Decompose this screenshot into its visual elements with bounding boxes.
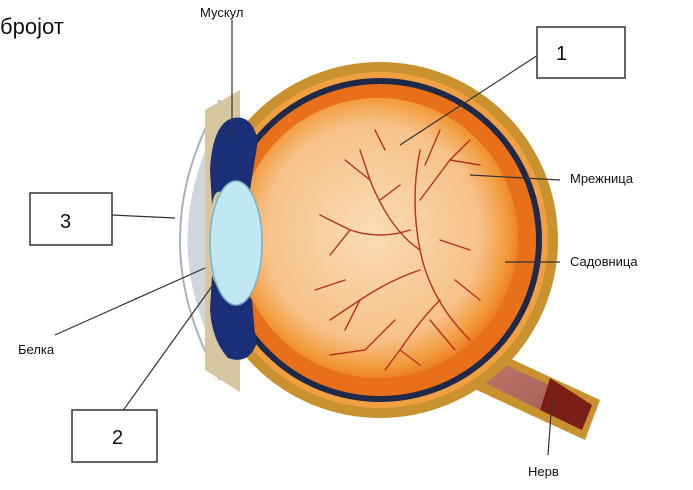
answer-box-2: 2 <box>72 410 157 462</box>
answer-box-1: 1 <box>537 27 625 78</box>
svg-text:2: 2 <box>112 427 123 449</box>
svg-text:3: 3 <box>60 211 71 233</box>
lens <box>210 181 262 305</box>
label-sclera: Белка <box>18 342 55 357</box>
label-muscle: Мускул <box>200 5 243 20</box>
label-nerve: Нерв <box>528 464 559 479</box>
label-choroid: Садовница <box>570 254 638 269</box>
answer-box-3: 3 <box>30 193 112 245</box>
svg-text:1: 1 <box>556 43 567 65</box>
label-retina: Мрежница <box>570 171 634 186</box>
vitreous-body <box>238 98 518 378</box>
